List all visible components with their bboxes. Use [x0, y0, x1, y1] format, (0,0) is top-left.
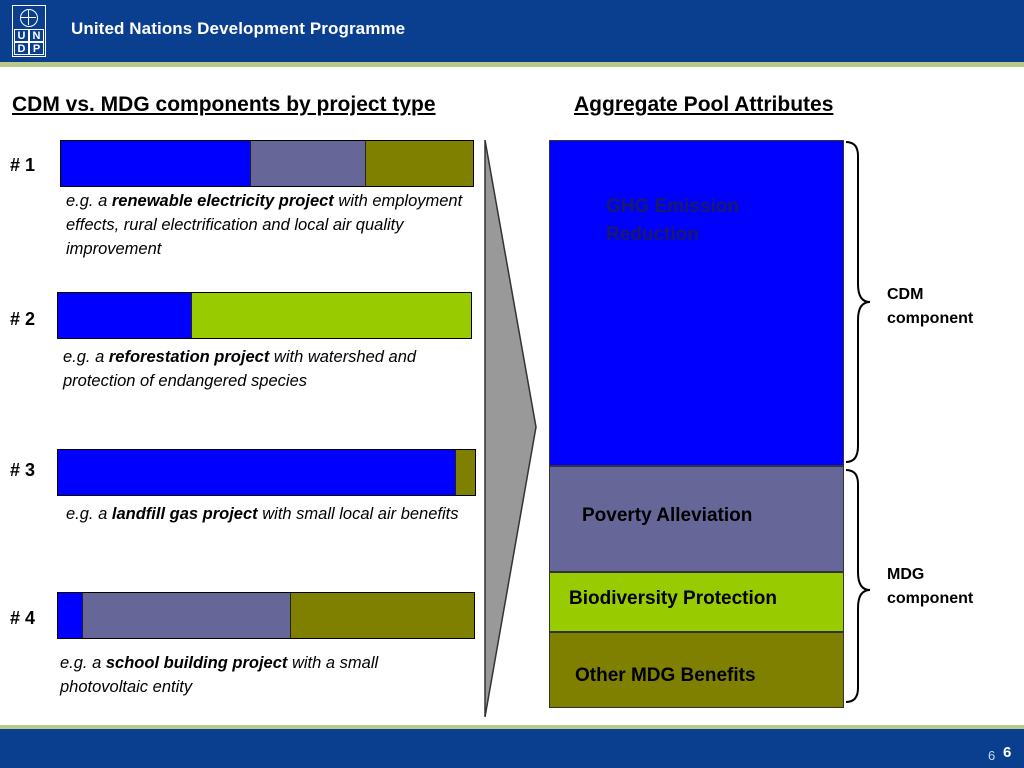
pool-label-biodiversity: Biodiversity Protection — [569, 588, 777, 609]
segment-other-mdg — [365, 141, 473, 186]
right-title: Aggregate Pool Attributes — [574, 93, 834, 116]
project-3-description: e.g. a landfill gas project with small l… — [66, 502, 476, 526]
pool-block-ghg: GHG Emission Reduction — [549, 140, 844, 466]
project-2-description: e.g. a reforestation project with waters… — [63, 345, 468, 393]
pool-block-other-mdg: Other MDG Benefits — [549, 632, 844, 708]
project-3-label: # 3 — [10, 460, 36, 480]
slide-number: 6 — [1003, 744, 1012, 761]
project-1-desc-post: with employment effects, rural electrifi… — [66, 192, 463, 258]
project-1-bar — [60, 140, 474, 187]
footer-stripe — [0, 725, 1024, 729]
project-4-bar — [57, 592, 475, 639]
project-1-desc-bold: renewable electricity project — [111, 192, 334, 210]
segment-ghg — [58, 593, 83, 638]
pool-block-biodiversity: Biodiversity Protection — [549, 572, 844, 632]
aggregation-arrow-icon — [484, 140, 537, 718]
left-title: CDM vs. MDG components by project type — [12, 93, 436, 116]
mdg-component-label: MDG component — [887, 563, 1002, 611]
project-2-desc-pre: e.g. a — [63, 348, 109, 366]
logo-letter-d: D — [14, 42, 29, 55]
logo-letter-n: N — [29, 29, 44, 42]
project-2-bar — [57, 292, 472, 339]
cdm-component-label: CDM component — [887, 283, 1002, 331]
project-2-desc-post: with watershed and protection of endange… — [63, 348, 417, 390]
project-4-description: e.g. a school building project with a sm… — [60, 651, 420, 699]
logo-letter-u: U — [14, 29, 29, 42]
pool-label-ghg: GHG Emission Reduction — [606, 196, 740, 245]
footer-bar — [0, 729, 1024, 768]
cdm-component-text: CDM component — [887, 286, 974, 327]
un-globe-icon — [20, 9, 38, 27]
project-3-bar — [57, 449, 476, 496]
segment-biodiversity — [192, 293, 471, 338]
project-3-desc-pre: e.g. a — [66, 505, 112, 523]
logo-letter-p: P — [29, 42, 44, 55]
project-2-label: # 2 — [10, 309, 36, 329]
pool-label-other-mdg: Other MDG Benefits — [575, 665, 756, 686]
project-2-desc-bold: reforestation project — [108, 348, 270, 366]
pool-block-poverty: Poverty Alleviation — [549, 466, 844, 572]
project-1-desc-pre: e.g. a — [66, 192, 112, 210]
segment-other-mdg — [290, 593, 474, 638]
project-4-desc-post: with a small photovoltaic entity — [60, 654, 379, 696]
segment-poverty — [82, 593, 291, 638]
header-bar: U N D P United Nations Development Progr… — [0, 0, 1024, 62]
project-4-desc-bold: school building project — [105, 654, 288, 672]
undp-logo: U N D P — [12, 5, 46, 57]
project-4-desc-pre: e.g. a — [60, 654, 106, 672]
org-name: United Nations Development Programme — [71, 19, 406, 38]
cdm-brace-icon — [845, 141, 871, 463]
project-3-desc-bold: landfill gas project — [111, 505, 258, 523]
group-braces-icon — [845, 141, 871, 703]
segment-ghg — [58, 293, 193, 338]
segment-ghg — [61, 141, 251, 186]
slide-number-small: 6 — [988, 748, 996, 763]
mdg-brace-icon — [845, 469, 871, 703]
project-1-description: e.g. a renewable electricity project wit… — [66, 189, 466, 261]
header-stripe — [0, 62, 1024, 67]
segment-other-mdg — [456, 450, 475, 495]
project-1-label: # 1 — [10, 155, 36, 175]
project-4-label: # 4 — [10, 608, 36, 628]
segment-ghg — [58, 450, 457, 495]
mdg-component-text: MDG component — [887, 566, 974, 607]
pool-label-poverty: Poverty Alleviation — [582, 505, 753, 526]
project-3-desc-post: with small local air benefits — [257, 505, 459, 523]
segment-poverty — [250, 141, 366, 186]
